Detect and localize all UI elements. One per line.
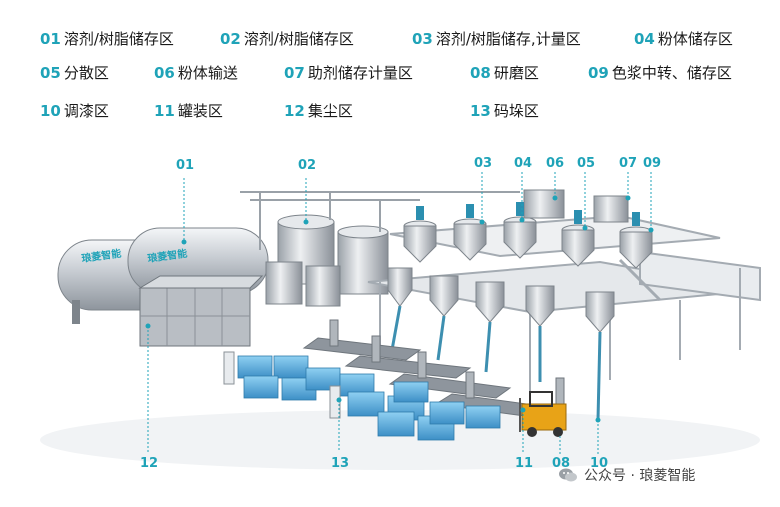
vertical-tanks <box>265 214 389 307</box>
callout-07: 07 <box>619 156 638 171</box>
dust-collector <box>138 275 264 347</box>
wechat-icon <box>559 468 577 482</box>
callout-09: 09 <box>643 156 662 171</box>
callout-02: 02 <box>298 158 317 173</box>
callout-12: 12 <box>140 456 159 471</box>
forklift <box>519 391 567 437</box>
floor-shadow <box>40 410 760 470</box>
callout-13: 13 <box>331 456 350 471</box>
callout-dots <box>145 195 654 423</box>
watermark: 公众号 · 琅菱智能 <box>558 465 695 485</box>
callout-04: 04 <box>514 156 533 171</box>
reactor-vessels <box>387 189 653 421</box>
callout-03: 03 <box>474 156 493 171</box>
callout-lines <box>147 172 652 456</box>
callout-08: 08 <box>552 456 571 471</box>
callout-05: 05 <box>577 156 596 171</box>
callout-10: 10 <box>590 456 609 471</box>
callout-11: 11 <box>515 456 534 471</box>
pallet-stacks <box>237 355 501 441</box>
callout-01: 01 <box>176 158 195 173</box>
callout-06: 06 <box>546 156 565 171</box>
overhead-pipes <box>240 191 520 250</box>
